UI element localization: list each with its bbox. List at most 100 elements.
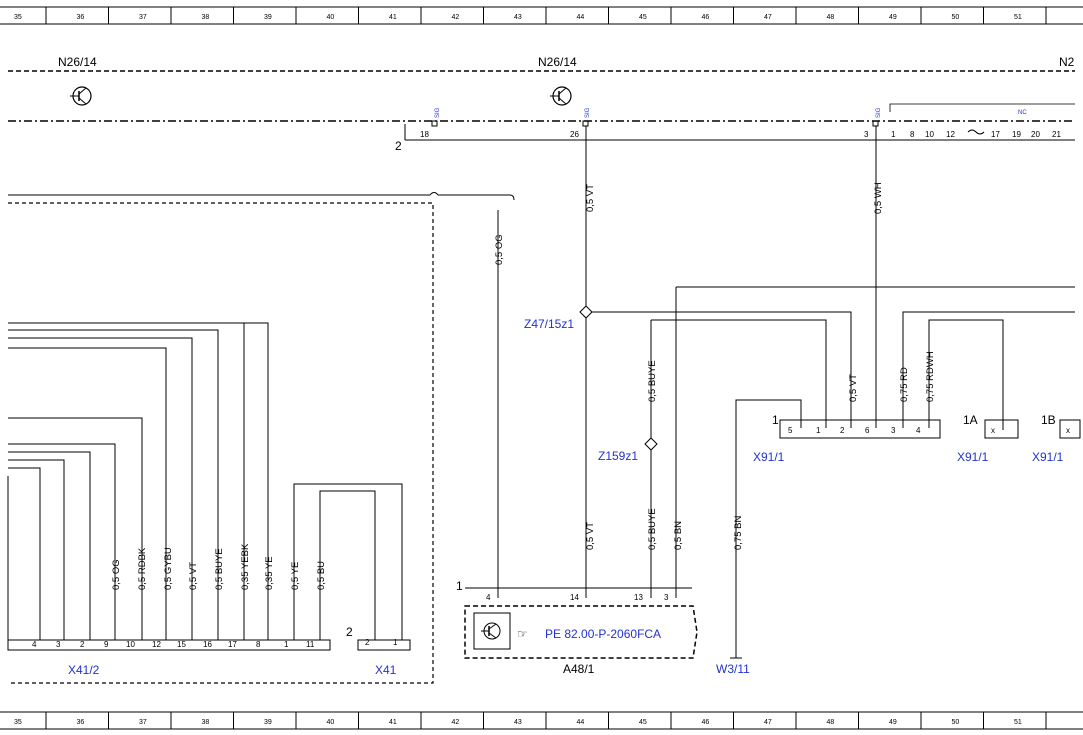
wire-label-vt-bottom: 0,5 VT xyxy=(585,522,596,550)
component-label-a48: A48/1 xyxy=(563,662,595,676)
x91-pin: 6 xyxy=(865,426,870,435)
x41-wire-label: 0,35 YE xyxy=(264,556,275,590)
reference-link[interactable]: PE 82.00-P-2060FCA xyxy=(545,627,661,641)
x91-pin: 5 xyxy=(788,426,793,435)
ruler-cell-label: 43 xyxy=(514,14,522,21)
component-label-n26-right: N2 xyxy=(1059,55,1075,69)
wire-label-bn-w3: 0,75 BN xyxy=(733,516,744,550)
x41-2-pin: 3 xyxy=(56,640,61,649)
x41-2-pin: 2 xyxy=(80,640,85,649)
ruler-cell-label: 41 xyxy=(389,14,397,21)
component-label-n26-left: N26/14 xyxy=(58,55,97,69)
x91-pin: 4 xyxy=(916,426,921,435)
ruler-cell-label: 48 xyxy=(827,14,835,21)
ruler-cell-label: 35 xyxy=(14,14,22,21)
bus-pin: 10 xyxy=(925,130,934,139)
ruler-cell-label: 51 xyxy=(1014,719,1022,726)
ruler-cell-label: 36 xyxy=(77,719,85,726)
signal-tag: SIG xyxy=(435,107,441,118)
ruler-cell-label: 39 xyxy=(264,719,272,726)
wire-label-wh-top: 0,5 WH xyxy=(873,182,884,214)
x41-wire-label: 0,5 OG xyxy=(111,559,122,590)
a48-pin: 4 xyxy=(486,593,491,602)
x41-2-pin: 4 xyxy=(32,640,37,649)
ruler-cell-label: 47 xyxy=(764,719,772,726)
x91-label-1: 1 xyxy=(772,413,779,427)
ruler-cell-label: 38 xyxy=(202,719,210,726)
x41-2-pin: 10 xyxy=(126,640,135,649)
x41-2-pin: 8 xyxy=(256,640,261,649)
x41-wire-label: 0,5 RDBK xyxy=(137,547,148,590)
x91-pin: 3 xyxy=(891,426,896,435)
ruler-cell-label: 42 xyxy=(452,719,460,726)
transistor-icon xyxy=(481,622,501,640)
connector-label-x91-b: X91/1 xyxy=(957,450,989,464)
x41-2-pin: 17 xyxy=(228,640,237,649)
ruler-cell-label: 40 xyxy=(327,14,335,21)
ruler-cell-label: 41 xyxy=(389,719,397,726)
bus-right-pins: 1 8 10 12 17 19 20 21 xyxy=(891,130,1061,139)
x-mark: x xyxy=(991,426,995,435)
ruler-cell-label: 36 xyxy=(77,14,85,21)
signal-tag: SIG xyxy=(876,107,882,118)
x41-wire-label: 0,5 YE xyxy=(290,562,301,590)
splice-label-z159: Z159z1 xyxy=(598,449,638,463)
connector-label-x41-2: X41/2 xyxy=(68,663,100,677)
ruler-cell-label: 50 xyxy=(952,14,960,21)
ruler-cell-label: 44 xyxy=(577,14,585,21)
wire-label-og-top: 0,5 OG xyxy=(494,234,505,265)
x41-wire-label: 0,5 GYBU xyxy=(163,547,174,590)
bus-pin: 19 xyxy=(1012,130,1021,139)
wire-label-vt-top: 0,5 VT xyxy=(585,184,596,212)
a48-label-1: 1 xyxy=(456,579,463,593)
nc-tag: NC xyxy=(1018,110,1027,116)
ruler-cell-label: 39 xyxy=(264,14,272,21)
component-label-n26-mid: N26/14 xyxy=(538,55,577,69)
a48-pin: 13 xyxy=(634,593,643,602)
x41-2-pin: 12 xyxy=(152,640,161,649)
bus-pin: 8 xyxy=(910,130,915,139)
ruler-cell-label: 40 xyxy=(327,719,335,726)
transistor-icon xyxy=(70,86,92,106)
wire-label-vt-right: 0,5 VT xyxy=(848,374,859,402)
ruler-cell-label: 48 xyxy=(827,719,835,726)
a48-pin: 14 xyxy=(570,593,579,602)
connector-label-x41: X41 xyxy=(375,663,397,677)
signal-tag: SIG xyxy=(585,107,591,118)
x41-2-pin: 9 xyxy=(104,640,109,649)
ruler-cell-label: 42 xyxy=(452,14,460,21)
bus-pin-18: 18 xyxy=(420,130,429,139)
connector-label-w3: W3/11 xyxy=(716,662,750,676)
a48-pin: 3 xyxy=(664,593,669,602)
ruler-cell-label: 37 xyxy=(139,719,147,726)
x41-wire-label: 0,5 BU xyxy=(316,561,327,590)
x41-2-pin: 16 xyxy=(203,640,212,649)
x41-2-pin: 15 xyxy=(177,640,186,649)
ruler-cell-label: 51 xyxy=(1014,14,1022,21)
x41-wire-label: 0,35 YEBK xyxy=(240,543,251,590)
x91-label-1b: 1B xyxy=(1041,413,1056,427)
ruler-cell-label: 38 xyxy=(202,14,210,21)
ruler-cell-label: 35 xyxy=(14,719,22,726)
x41-wire-label: 0,5 BUYE xyxy=(214,548,225,590)
x91-pin: 2 xyxy=(840,426,845,435)
ruler-cell-label: 37 xyxy=(139,14,147,21)
x41-wire-label: 0,5 VT xyxy=(188,562,199,590)
bus-pin: 1 xyxy=(891,130,896,139)
ruler-cell-label: 50 xyxy=(952,719,960,726)
connector-label-x91-c: X91/1 xyxy=(1032,450,1064,464)
ruler-cell-label: 43 xyxy=(514,719,522,726)
x-mark: x xyxy=(1066,426,1070,435)
x41-wire-fan: 0,5 OG 0,5 RDBK 0,5 GYBU 0,5 VT 0,5 BUYE 0,35… xyxy=(7,322,327,649)
bus-pin-26: 26 xyxy=(570,130,579,139)
bus-pin: 17 xyxy=(991,130,1000,139)
bus-pin: 20 xyxy=(1031,130,1040,139)
wire-label-rdwh: 0,75 RDWH xyxy=(925,351,936,402)
connector-label-x91-a: X91/1 xyxy=(753,450,785,464)
splice-label-z47: Z47/15z1 xyxy=(524,317,574,331)
bus-pin: 12 xyxy=(946,130,955,139)
x41-2-pin: 1 xyxy=(284,640,289,649)
